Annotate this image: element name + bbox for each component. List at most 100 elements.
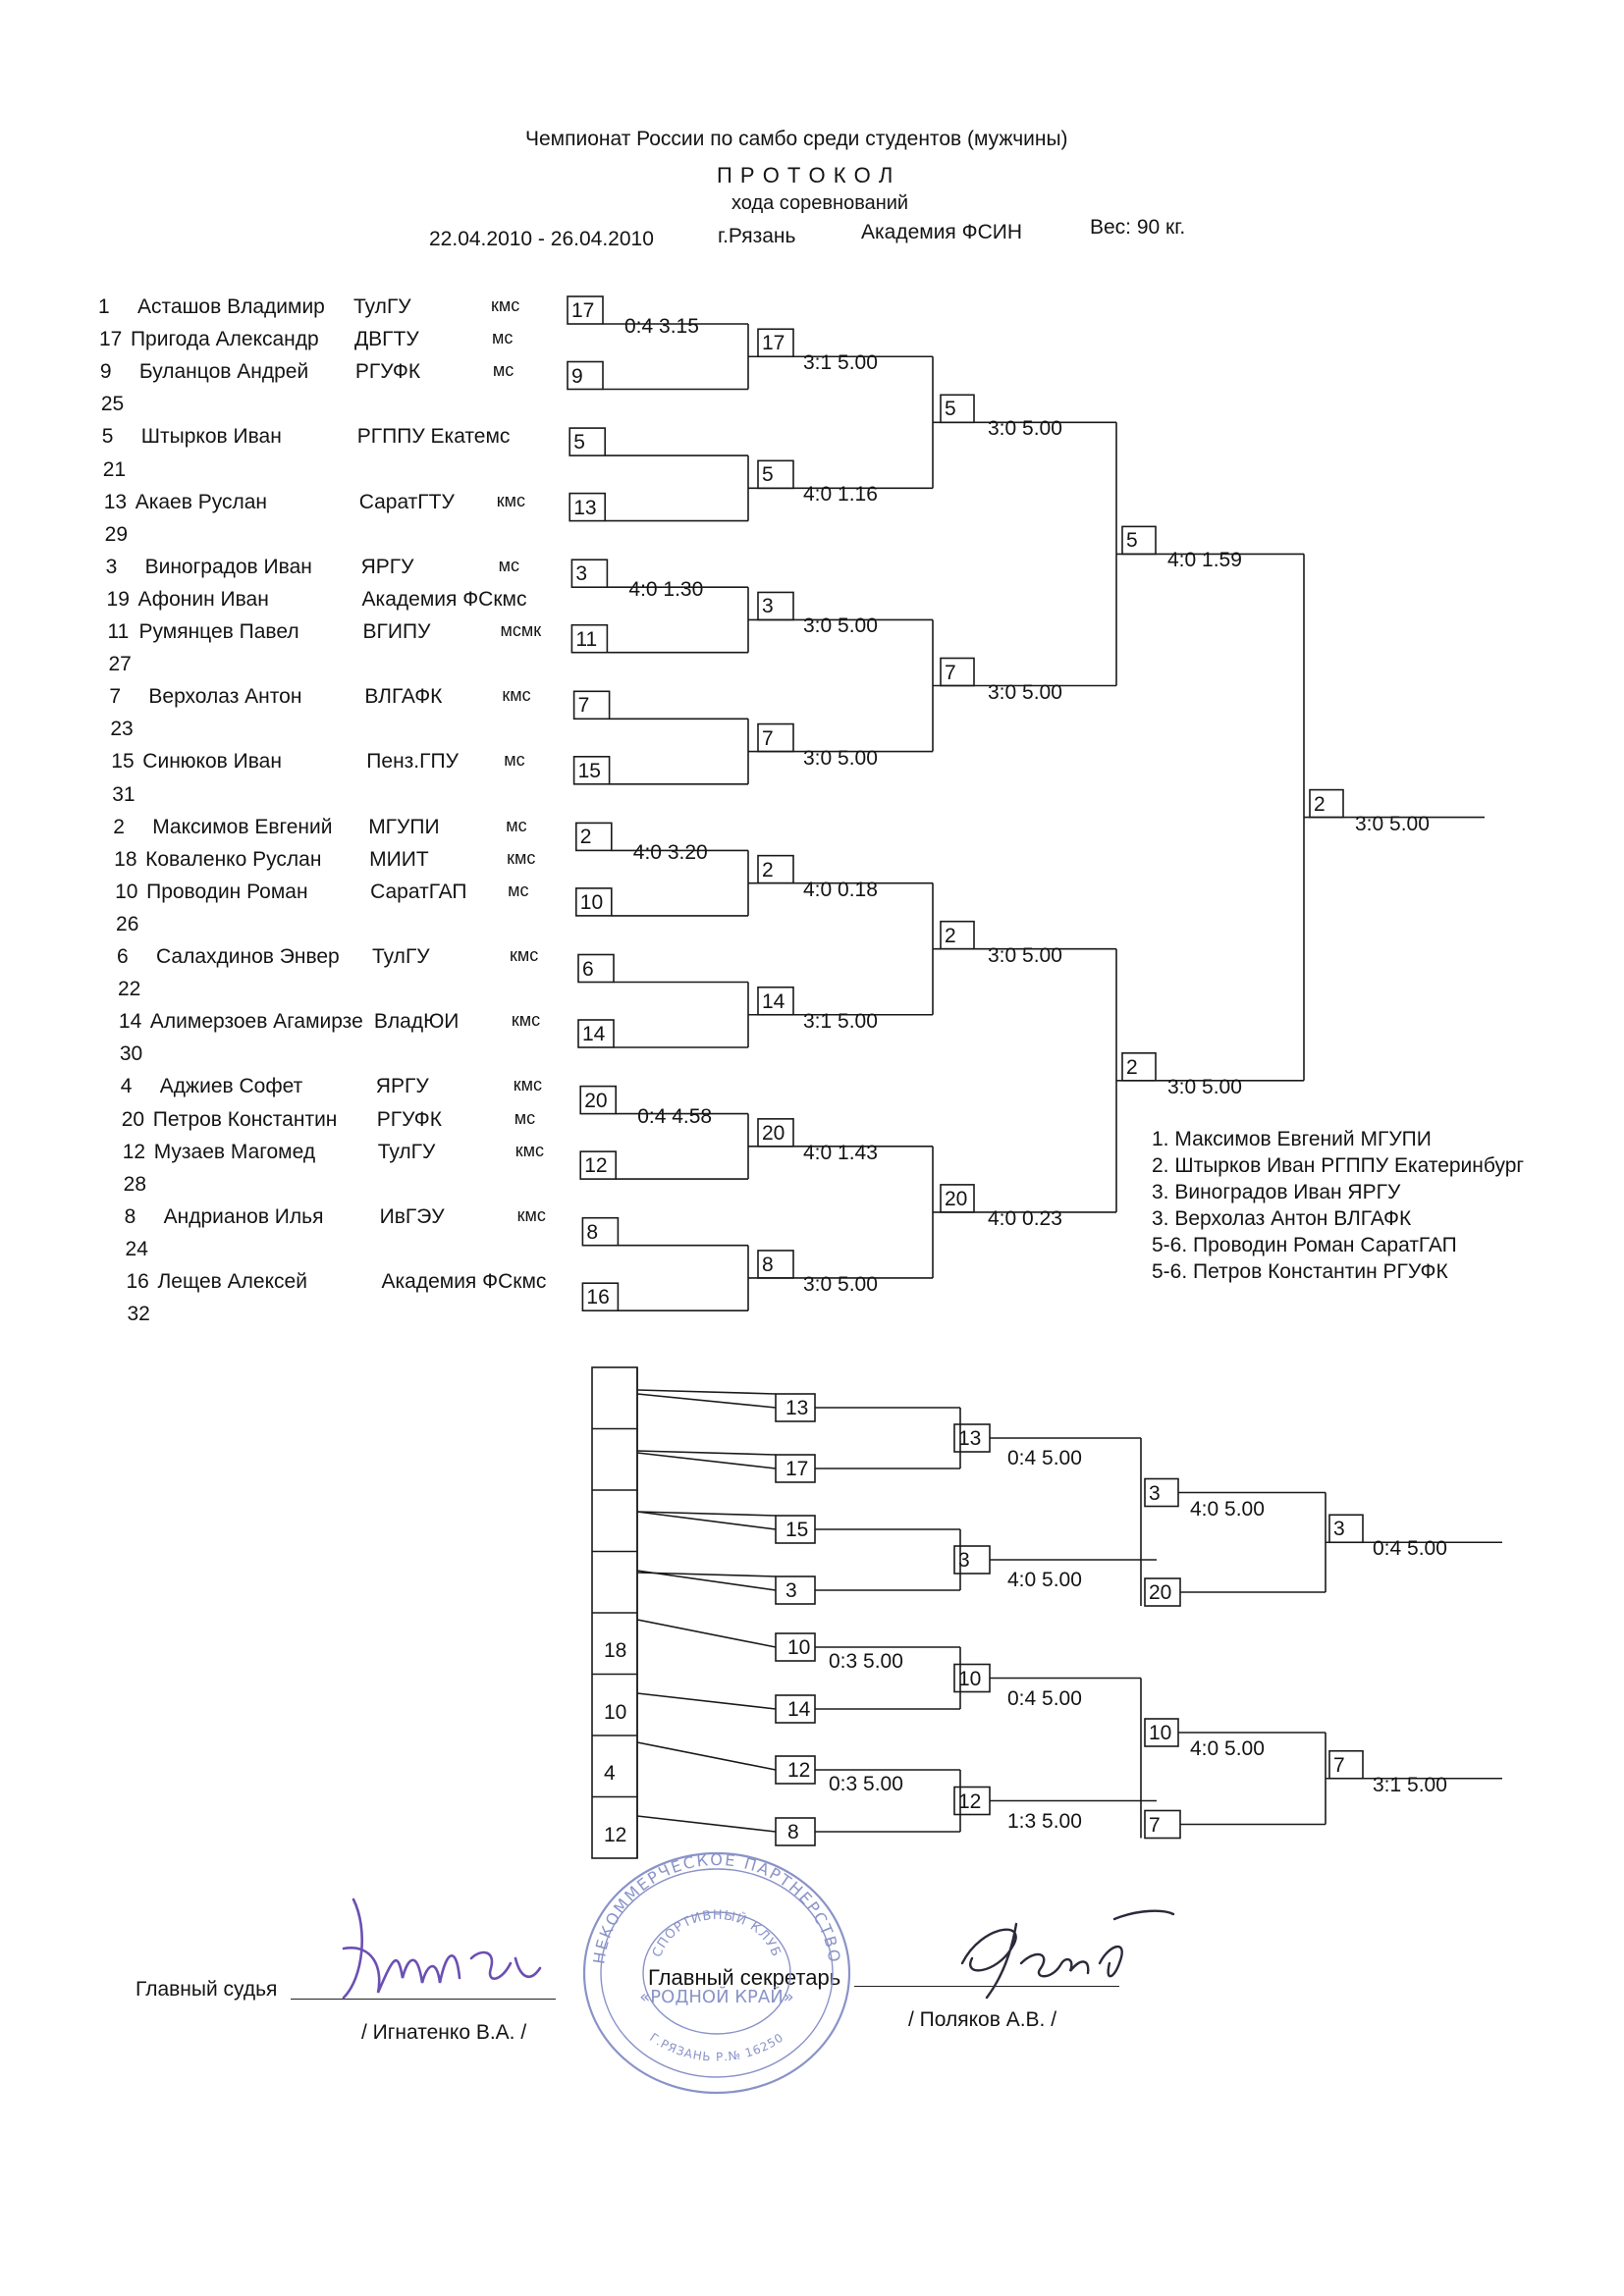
- slot-number: 8: [762, 1253, 774, 1276]
- chief-judge-signature: [342, 1897, 542, 2000]
- participant-name: Асташов Владимир: [137, 295, 325, 318]
- match-score: 0:4 5.00: [1007, 1447, 1082, 1469]
- participant-number: 19: [106, 587, 130, 611]
- weight-class: Вес: 90 кг.: [1090, 216, 1186, 239]
- participant-team: Академия ФСкмс: [381, 1270, 547, 1293]
- slot-number: 12: [958, 1789, 982, 1813]
- slot-number: 12: [584, 1154, 608, 1178]
- participant-team: РГУФК: [376, 1107, 442, 1131]
- participant-number: 2: [113, 815, 125, 838]
- bracket-line: [636, 1393, 777, 1409]
- participant-number: 8: [124, 1204, 136, 1228]
- participant-rank: кмс: [491, 295, 520, 315]
- participant-number: 11: [107, 620, 130, 643]
- participant-name: Акаев Руслан: [135, 490, 267, 513]
- svg-text:СПОРТИВНЫЙ КЛУБ: СПОРТИВНЫЙ КЛУБ: [650, 1908, 784, 1959]
- secretary-line: [854, 1986, 1119, 1987]
- participant-number: 20: [121, 1107, 145, 1131]
- participant-team: ТулГУ: [377, 1140, 436, 1163]
- participant-number: 7: [109, 685, 122, 709]
- slot-number: 2: [1314, 792, 1326, 816]
- slot-number: 20: [762, 1121, 785, 1145]
- participant-rank: кмс: [513, 1075, 543, 1095]
- svg-text:НЕКОММЕРЧЕСКОЕ ПАРТНЕРСТВО: НЕКОММЕРЧЕСКОЕ ПАРТНЕРСТВО: [589, 1850, 843, 1965]
- match-score: 4:0 3.20: [632, 841, 708, 865]
- participant-rank: мс: [492, 360, 514, 381]
- slot-number: 13: [573, 496, 597, 519]
- slot-number: 20: [945, 1187, 968, 1210]
- slot-number: 10: [958, 1667, 982, 1690]
- slot-number: 17: [785, 1458, 809, 1480]
- slot-box: [572, 755, 611, 785]
- slot-number: 5: [1126, 529, 1138, 553]
- participant-name: Пригода Александр: [130, 328, 319, 351]
- participant-rank: мс: [498, 555, 519, 575]
- slot-box: [579, 1150, 618, 1180]
- participant-name: Аджиев Софет: [159, 1075, 303, 1098]
- participant-rank: мс: [514, 1107, 536, 1128]
- slot-number: 15: [577, 759, 601, 782]
- match-score: 1:3 5.00: [1007, 1809, 1082, 1833]
- result-line: 5-6. Проводин Роман СаратГАП: [1152, 1234, 1457, 1256]
- bracket-line: [636, 1741, 777, 1771]
- match-score: 3:0 5.00: [803, 614, 878, 638]
- participant-name: Коваленко Руслан: [145, 847, 322, 871]
- participant-team: ТулГУ: [353, 295, 411, 318]
- match-score: 3:0 5.00: [803, 1272, 878, 1296]
- participant-name: Синюков Иван: [142, 750, 282, 774]
- participant-number: 12: [122, 1140, 146, 1163]
- participant-number: 28: [123, 1172, 146, 1196]
- match-score: 3:0 5.00: [1167, 1075, 1242, 1098]
- match-score: 4:0 5.00: [1190, 1497, 1265, 1521]
- result-line: 1. Максимов Евгений МГУПИ: [1152, 1128, 1432, 1150]
- protocol-subtitle: хода соревнований: [731, 192, 909, 214]
- bracket-line: [636, 1692, 777, 1710]
- participant-name: Буланцов Андрей: [138, 360, 309, 384]
- participant-name: Штырков Иван: [140, 425, 282, 449]
- competition-dates: 22.04.2010 - 26.04.2010: [429, 228, 654, 250]
- participant-name: Афонин Иван: [137, 587, 269, 611]
- participant-number: 1: [98, 295, 110, 318]
- slot-number: 8: [787, 1821, 799, 1843]
- match-score: 3:0 5.00: [988, 417, 1062, 441]
- participant-team: МГУПИ: [368, 815, 440, 838]
- participant-name: Алимерзоев Агамирзе: [149, 1010, 363, 1034]
- participant-team: ВГИПУ: [362, 620, 431, 643]
- competition-city: г.Рязань: [718, 225, 796, 247]
- match-score: 4:0 0.18: [803, 878, 878, 901]
- slot-number: 15: [785, 1519, 809, 1541]
- participant-team: ДВГТУ: [353, 328, 419, 351]
- slot-number: 14: [762, 989, 785, 1013]
- participant-number: 5: [101, 425, 114, 449]
- match-score: 3:0 5.00: [988, 680, 1062, 704]
- secretary-signature: [960, 1909, 1175, 2000]
- competition-venue: Академия ФСИН: [861, 221, 1023, 243]
- slot-box: [577, 1019, 615, 1048]
- match-score: 0:4 3.15: [624, 315, 699, 338]
- bracket-line: [636, 1570, 777, 1591]
- participant-number: 4: [120, 1075, 133, 1098]
- participant-name: Верхолаз Антон: [148, 685, 302, 709]
- slot-box: [567, 295, 604, 325]
- participant-name: Румянцев Павел: [138, 620, 299, 643]
- participant-number: 3: [105, 555, 118, 578]
- slot-number: 7: [1149, 1813, 1161, 1837]
- match-score: 0:4 5.00: [1373, 1537, 1447, 1561]
- match-score: 0:4 4.58: [637, 1104, 713, 1128]
- participant-team: ИвГЭУ: [379, 1204, 445, 1228]
- participant-number: 16: [126, 1270, 149, 1293]
- slot-number: 9: [571, 364, 583, 388]
- match-score: 3:1 5.00: [803, 1009, 878, 1033]
- svg-text:«РОДНОЙ КРАЙ»: «РОДНОЙ КРАЙ»: [639, 1986, 793, 2007]
- participant-number: 24: [125, 1237, 148, 1260]
- participant-name: Проводин Роман: [146, 880, 308, 903]
- participant-number: 6: [117, 945, 129, 968]
- secretary-label: Главный секретарь: [648, 1965, 841, 1990]
- document-title: Чемпионат России по самбо среди студенто…: [525, 128, 1068, 150]
- participant-number: 9: [99, 360, 112, 384]
- slot-box: [572, 690, 611, 721]
- participant-team: РГППУ Екатемс: [356, 425, 511, 449]
- slot-number: 12: [604, 1823, 627, 1846]
- participant-team: ЯРГУ: [375, 1075, 429, 1098]
- participant-name: Виноградов Иван: [144, 555, 312, 578]
